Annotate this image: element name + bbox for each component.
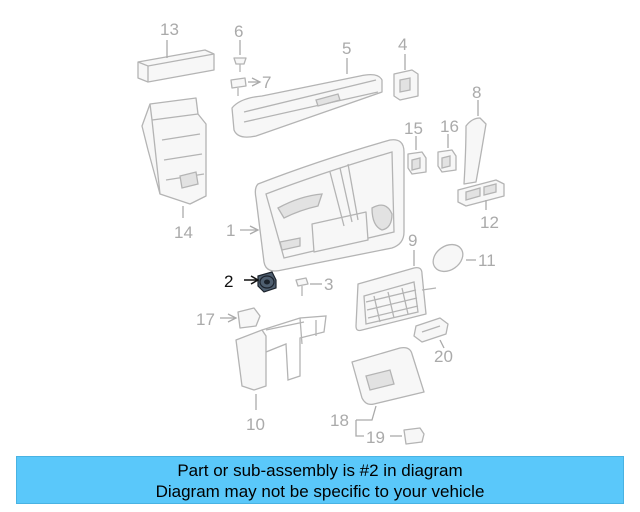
parts-diagram: 13 6 7 5 4 8 15 <box>137 20 505 447</box>
part-20-handle: 20 <box>413 317 453 366</box>
part-19-clip: 19 <box>366 427 425 447</box>
callout-3: 3 <box>324 275 333 294</box>
part-14-trim-bracket: 14 <box>141 97 207 242</box>
callout-8: 8 <box>472 83 481 102</box>
part-6-clip: 6 <box>233 22 247 72</box>
part-9-map-pocket: 9 <box>355 231 437 332</box>
banner-line-2: Diagram may not be specific to your vehi… <box>155 482 485 501</box>
part-15-switch: 15 <box>404 119 427 175</box>
callout-1: 1 <box>226 221 235 240</box>
banner-line-1: Part or sub-assembly is #2 in diagram <box>177 461 463 480</box>
callout-12: 12 <box>480 213 499 232</box>
callout-9: 9 <box>408 231 417 250</box>
callout-18: 18 <box>330 411 349 430</box>
part-17-bracket: 17 <box>196 307 261 329</box>
part-5-armrest: 5 <box>231 39 383 138</box>
callout-2: 2 <box>224 272 233 291</box>
part-2-highlighted-grommet: 2 <box>224 271 277 293</box>
callout-13: 13 <box>160 20 179 39</box>
callout-15: 15 <box>404 119 423 138</box>
part-16-switch: 16 <box>437 117 459 173</box>
part-7-push-pin: 7 <box>230 73 271 96</box>
part-10-carrier-frame: 10 <box>235 315 327 434</box>
callout-11: 11 <box>478 251 496 270</box>
part-11-speaker-grille: 11 <box>432 243 496 273</box>
callout-17: 17 <box>196 310 215 329</box>
callout-10: 10 <box>246 415 265 434</box>
callout-4: 4 <box>398 35 407 54</box>
callout-14: 14 <box>174 223 193 242</box>
callout-6: 6 <box>234 22 243 41</box>
callout-19: 19 <box>366 428 385 447</box>
callout-16: 16 <box>440 117 459 136</box>
part-3-screw: 3 <box>295 275 333 296</box>
part-4-switch: 4 <box>393 35 419 101</box>
callout-20: 20 <box>434 347 453 366</box>
part-1-door-panel: 1 <box>226 139 405 272</box>
callout-5: 5 <box>342 39 351 58</box>
part-18-armrest-bin: 18 <box>330 346 425 437</box>
part-13-trim-strip: 13 <box>137 20 215 83</box>
info-banner: Part or sub-assembly is #2 in diagram Di… <box>16 456 624 504</box>
part-12-switch-panel: 12 <box>457 179 505 232</box>
part-8-vertical-trim: 8 <box>463 83 487 185</box>
callout-7: 7 <box>262 73 271 92</box>
